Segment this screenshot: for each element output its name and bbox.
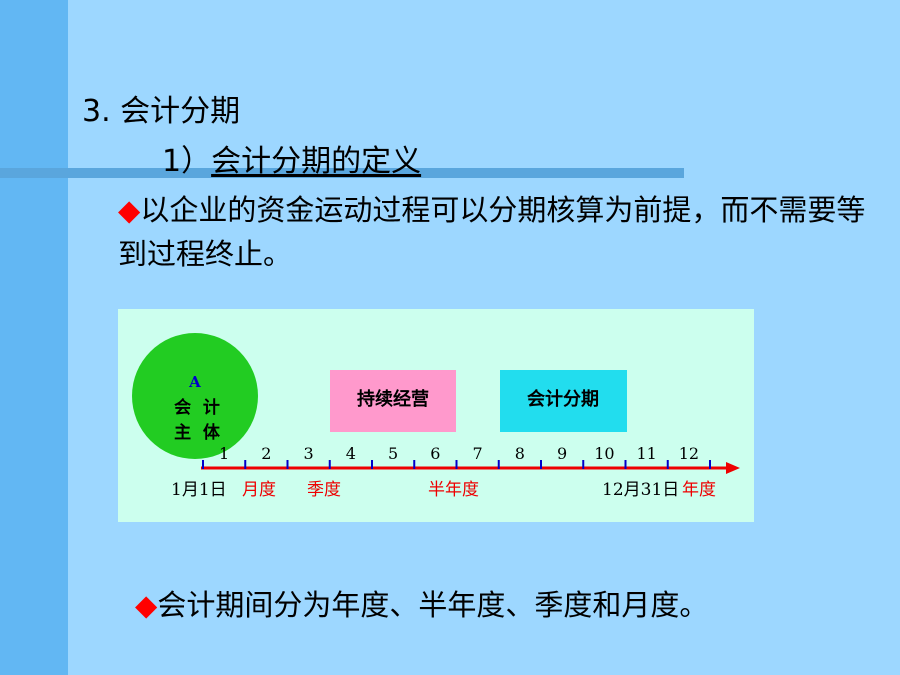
left-accent-band bbox=[0, 0, 68, 675]
end-date-label: 12月31日 bbox=[602, 480, 679, 500]
month-label: 3 bbox=[304, 444, 314, 463]
month-label: 6 bbox=[430, 444, 440, 463]
entity-line-1: 会 计 bbox=[174, 397, 220, 418]
half-year-period-label: 半年度 bbox=[428, 480, 479, 500]
month-label: 8 bbox=[515, 444, 525, 463]
month-label: 1 bbox=[219, 444, 229, 463]
start-date-label: 1月1日 bbox=[171, 480, 227, 500]
quarter-period-label: 季度 bbox=[307, 480, 341, 500]
period-types-text: 会计期间分为年度、半年度、季度和月度。 bbox=[157, 588, 709, 622]
timeline-ticks bbox=[202, 460, 711, 469]
month-label: 11 bbox=[636, 444, 656, 463]
accounting-period-label: 会计分期 bbox=[527, 388, 599, 410]
month-label: 12 bbox=[679, 444, 699, 463]
month-label: 2 bbox=[261, 444, 271, 463]
month-label: 10 bbox=[594, 444, 614, 463]
year-period-label: 年度 bbox=[682, 480, 716, 500]
subheading-title: 会计分期的定义 bbox=[211, 144, 422, 179]
going-concern-label: 持续经营 bbox=[357, 388, 429, 410]
period-types-line: ◆会计期间分为年度、半年度、季度和月度。 bbox=[135, 582, 708, 624]
accounting-period-box bbox=[500, 370, 627, 432]
entity-letter: A bbox=[188, 373, 201, 391]
section-heading: 3. 会计分期 bbox=[82, 94, 241, 129]
month-label: 5 bbox=[388, 444, 398, 463]
horizontal-rule bbox=[0, 168, 684, 178]
month-label: 4 bbox=[346, 444, 356, 463]
going-concern-box bbox=[330, 370, 456, 432]
subheading: 1）会计分期的定义 bbox=[162, 136, 421, 180]
month-label: 9 bbox=[557, 444, 567, 463]
diamond-bullet-icon: ◆ bbox=[118, 193, 141, 227]
diamond-bullet-icon: ◆ bbox=[135, 588, 158, 622]
definition-paragraph: ◆以企业的资金运动过程可以分期核算为前提，而不需要等到过程终止。 bbox=[118, 188, 893, 276]
accounting-entity-circle bbox=[132, 333, 258, 459]
subheading-number: 1） bbox=[162, 144, 212, 179]
month-period-label: 月度 bbox=[242, 480, 276, 500]
definition-text: 以企业的资金运动过程可以分期核算为前提，而不需要等到过程终止。 bbox=[118, 193, 866, 271]
timeline-arrowhead-icon bbox=[726, 462, 740, 474]
entity-line-2: 主 体 bbox=[174, 422, 221, 443]
month-label: 7 bbox=[473, 444, 483, 463]
